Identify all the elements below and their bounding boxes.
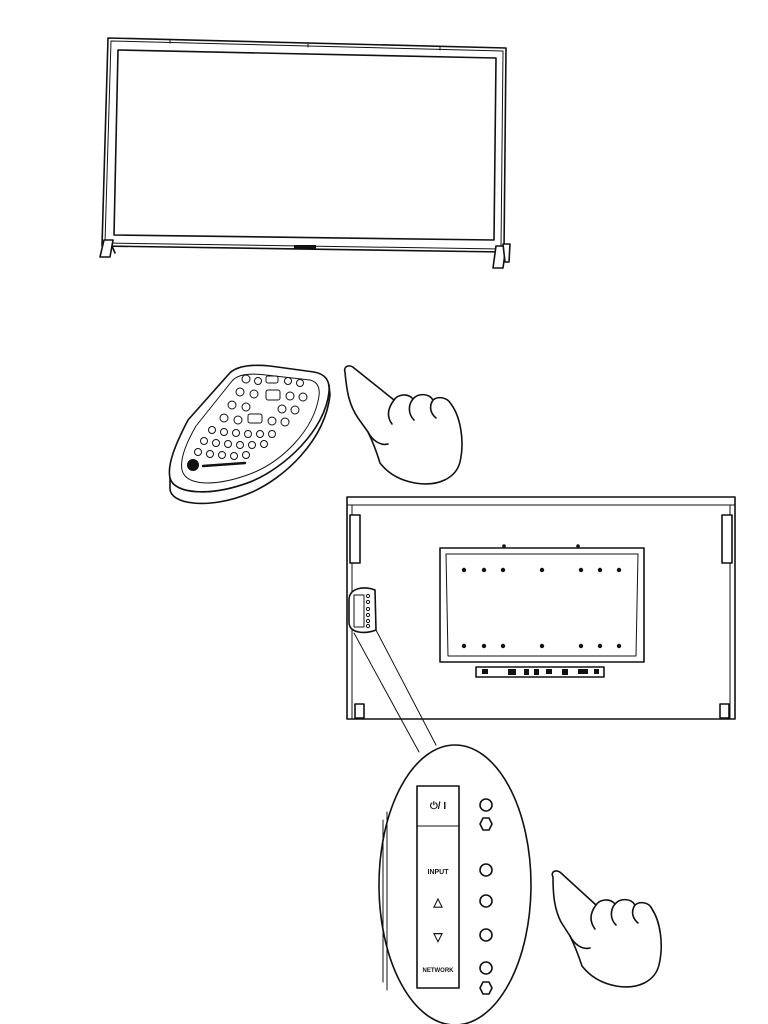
monitor-front-icon	[99, 37, 511, 269]
power-indicator	[479, 817, 493, 831]
pointing-hand-icon	[551, 870, 662, 988]
input-button	[479, 863, 493, 877]
network-button	[479, 961, 493, 975]
network-label: NETWORK	[423, 968, 455, 974]
magnified-control-panel: ⏻/ I INPUT △ ▽ NETWORK	[378, 744, 532, 1024]
down-label: ▽	[432, 930, 443, 944]
remote-control-icon	[168, 364, 331, 505]
up-label: △	[432, 895, 443, 909]
up-button	[479, 894, 493, 908]
power-label: ⏻/ I	[430, 800, 446, 812]
power-button	[479, 798, 493, 812]
network-indicator	[479, 981, 493, 995]
pointing-hand-icon	[343, 365, 463, 485]
down-button	[479, 928, 493, 942]
magnify-leader-lines	[353, 629, 437, 753]
front-sensor	[294, 245, 316, 249]
input-label: INPUT	[428, 869, 450, 876]
monitor-rear-icon	[346, 496, 736, 720]
